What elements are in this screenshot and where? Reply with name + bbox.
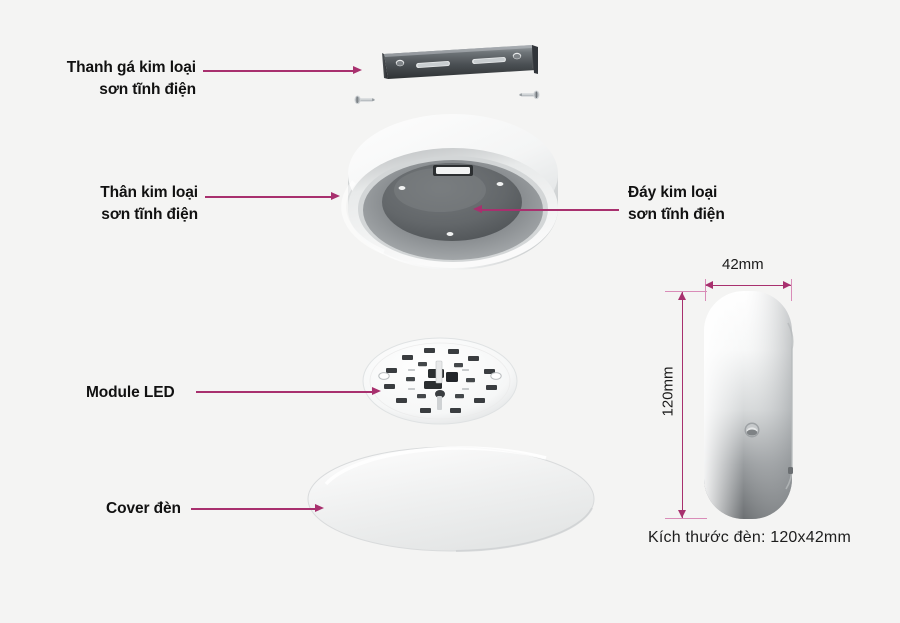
callout-metal-body-line2: sơn tĩnh điện xyxy=(101,206,198,224)
dimension-width-ext-right xyxy=(791,279,793,301)
callout-metal-base-line1: Đáy kim loại xyxy=(628,184,718,201)
dimension-height-line xyxy=(681,292,683,518)
callout-metal-base-line2: sơn tĩnh điện xyxy=(628,206,725,224)
dimension-height-arrow-down xyxy=(678,510,687,518)
callout-metal-body-line1: Thân kim loại xyxy=(100,184,198,201)
leader-line-mounting-bracket xyxy=(203,70,355,72)
screw-left-art xyxy=(354,95,375,105)
lamp-cover-art xyxy=(307,446,595,552)
callout-led-module-label: Module LED xyxy=(86,382,216,404)
lamp-side-view-art xyxy=(704,291,794,519)
arrow-head-metal-base xyxy=(473,205,482,214)
callout-lamp-cover-label: Cover đèn xyxy=(106,498,226,520)
dimension-width-ext-left xyxy=(705,279,707,301)
dimension-height-ext-bottom xyxy=(665,518,707,520)
dimension-height-ext-top xyxy=(665,291,707,293)
led-module-art xyxy=(362,337,518,425)
leader-line-metal-body xyxy=(205,196,333,198)
leader-line-lamp-cover xyxy=(191,508,317,510)
callout-metal-body-label: Thân kim loại sơn tĩnh điện xyxy=(68,182,198,227)
dimension-caption: Kích thước đèn: 120x42mm xyxy=(648,529,851,546)
callout-mounting-bracket-line2: sơn tĩnh điện xyxy=(99,81,196,99)
dimension-width-arrow-right xyxy=(783,281,791,290)
mounting-bracket-art xyxy=(382,45,538,79)
screw-right-art xyxy=(519,90,540,100)
leader-line-metal-base xyxy=(482,209,619,211)
dimension-width-line xyxy=(706,284,791,286)
arrow-head-metal-body xyxy=(331,192,340,201)
callout-mounting-bracket-line1: Thanh gá kim loại xyxy=(66,59,196,76)
dimension-height-arrow-up xyxy=(678,292,687,300)
callout-lamp-cover-line1: Cover đèn xyxy=(106,500,181,517)
callout-led-module-line1: Module LED xyxy=(86,384,175,401)
dimension-width-arrow-left xyxy=(705,281,713,290)
arrow-head-lamp-cover xyxy=(315,504,324,513)
leader-line-led-module xyxy=(196,391,374,393)
arrow-head-mounting-bracket xyxy=(353,66,362,75)
lamp-housing-art xyxy=(341,114,558,270)
callout-metal-base-label: Đáy kim loại sơn tĩnh điện xyxy=(628,182,778,227)
arrow-head-led-module xyxy=(372,387,381,396)
dimension-width-label: 42mm xyxy=(722,256,764,273)
callout-mounting-bracket-label: Thanh gá kim loại sơn tĩnh điện xyxy=(36,57,196,102)
dimension-height-label: 120mm xyxy=(659,366,677,417)
